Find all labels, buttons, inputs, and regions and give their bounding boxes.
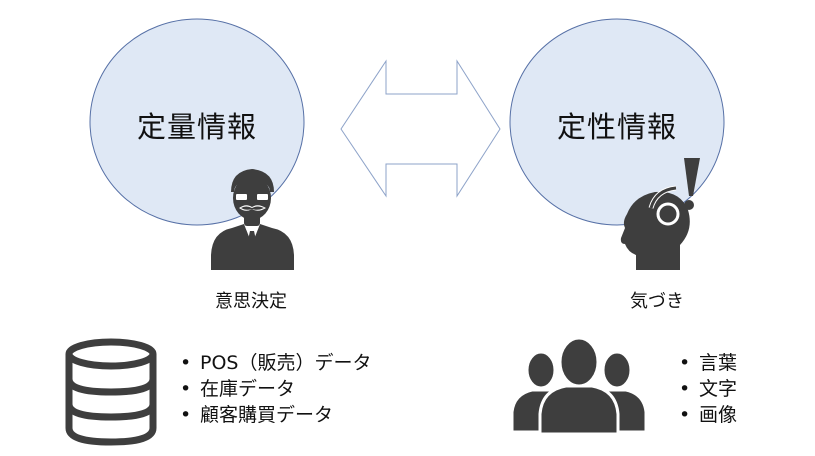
list-item: 在庫データ	[180, 376, 371, 402]
head-headset-exclamation-icon	[620, 158, 700, 270]
list-item: 文字	[679, 376, 737, 402]
list-item: 顧客購買データ	[180, 402, 371, 428]
insight-caption: 気づき	[630, 291, 684, 312]
database-icon	[65, 338, 157, 446]
list-item: 言葉	[679, 350, 737, 376]
qualitative-circle	[509, 18, 725, 226]
double-arrow-icon	[340, 59, 501, 198]
list-item: 画像	[679, 402, 737, 428]
quantitative-title: 定量情報	[137, 110, 258, 144]
businessman-icon	[211, 169, 294, 270]
qualitative-data-list: 言葉 文字 画像	[679, 350, 737, 428]
quantitative-data-list: POS（販売）データ 在庫データ 顧客購買データ	[180, 350, 371, 428]
list-item: POS（販売）データ	[180, 350, 371, 376]
decision-caption: 意思決定	[215, 291, 287, 312]
qualitative-title: 定性情報	[557, 110, 678, 144]
people-group-icon	[510, 336, 648, 436]
